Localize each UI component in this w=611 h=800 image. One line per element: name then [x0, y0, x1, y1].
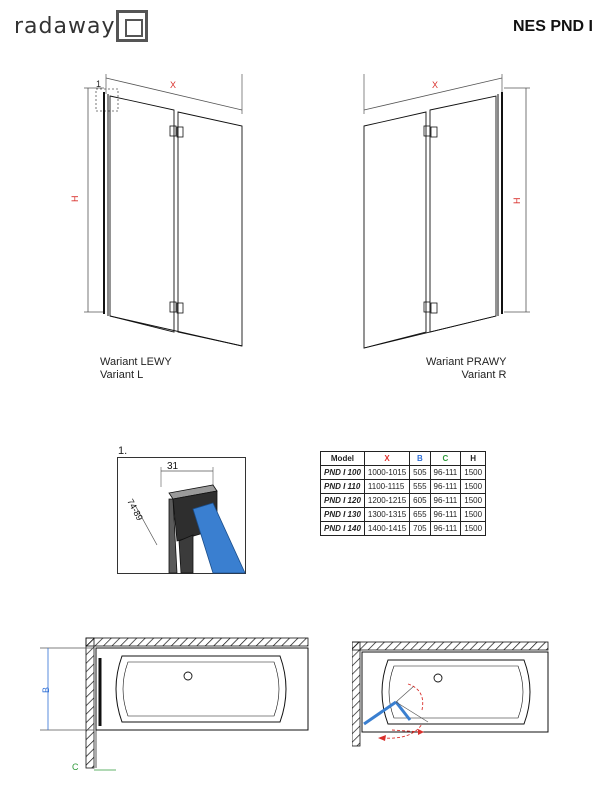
table-row: PND I 120 1200-1215 605 96-111 1500	[320, 493, 487, 508]
profile-width-label: 31	[167, 461, 179, 472]
right-variant-caption: Wariant PRAWY Variant R	[426, 356, 507, 381]
brand-logo-mark	[116, 10, 148, 42]
h-dim-label-left: H	[70, 196, 80, 203]
right-elevation-drawing: X H	[363, 74, 530, 349]
brand-logo: radaway	[14, 14, 116, 39]
product-title: NES PND I	[512, 18, 593, 35]
x-dim-label-left: X	[170, 80, 176, 90]
plan-view-left: B C	[40, 637, 309, 772]
callout-1-left: 1	[96, 79, 101, 89]
header-x: X	[363, 451, 411, 466]
left-elevation-drawing: X 1 H	[70, 74, 243, 347]
header-h: H	[460, 451, 487, 466]
header-c: C	[429, 451, 462, 466]
table-row: PND I 110 1100-1115 555 96-111 1500	[320, 479, 487, 494]
table-row: PND I 140 1400-1415 705 96-111 1500	[320, 521, 487, 536]
left-variant-caption: Wariant LEWY Variant L	[100, 356, 172, 381]
spec-table: Model X B C H PND I 100 1000-1015 505 96…	[320, 451, 487, 536]
header-model: Model	[320, 451, 365, 466]
detail-callout: 1.	[118, 445, 128, 457]
table-row: PND I 130 1300-1315 655 96-111 1500	[320, 507, 487, 522]
profile-detail-drawing: 31 74-89	[117, 457, 246, 574]
plan-view-right	[352, 641, 549, 747]
header-b: B	[409, 451, 431, 466]
plan-c-label: C	[72, 762, 79, 772]
table-row: PND I 100 1000-1015 505 96-111 1500	[320, 465, 487, 480]
spec-table-header-row: Model X B C H	[320, 451, 487, 466]
x-dim-label-right: X	[432, 80, 438, 90]
h-dim-label-right: H	[512, 198, 522, 205]
plan-b-label: B	[41, 687, 51, 693]
